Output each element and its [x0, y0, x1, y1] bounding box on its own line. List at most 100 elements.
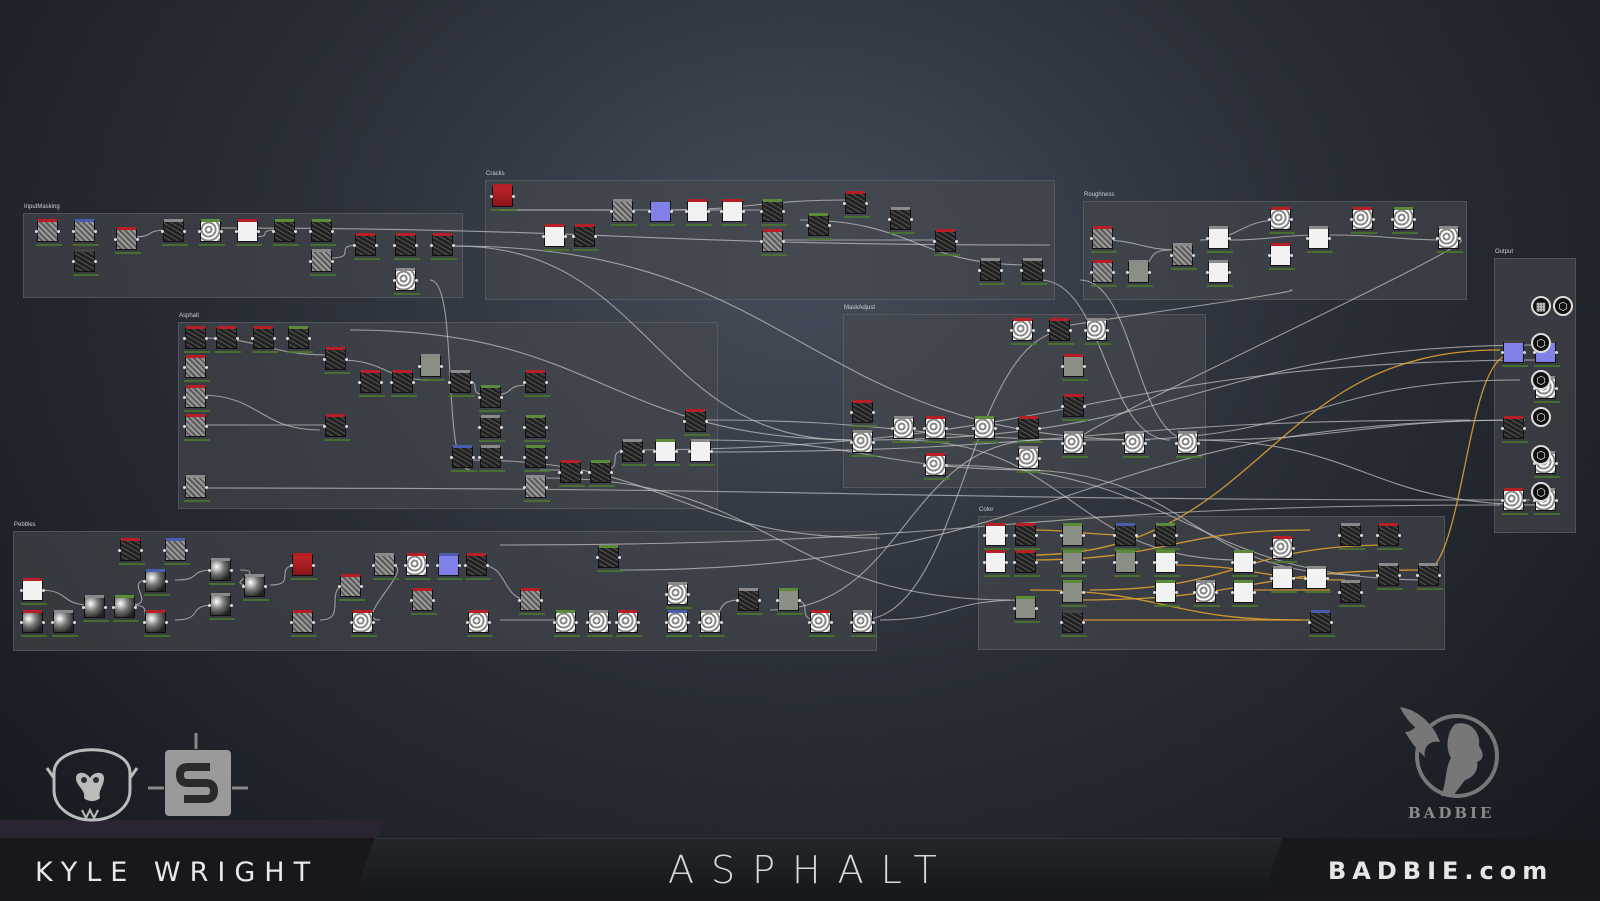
site-link[interactable]: BADBIE.com [1328, 857, 1554, 885]
graph-node[interactable] [183, 326, 210, 353]
graph-node[interactable] [983, 523, 1010, 550]
graph-node[interactable] [1126, 260, 1153, 287]
graph-node[interactable] [891, 416, 918, 443]
graph-node[interactable] [1013, 550, 1040, 577]
graph-node[interactable] [610, 199, 637, 226]
graph-node[interactable] [1206, 226, 1233, 253]
graph-node[interactable] [35, 219, 62, 246]
graph-node[interactable] [82, 595, 109, 622]
graph-node[interactable] [466, 610, 493, 637]
graph-node[interactable] [1113, 550, 1140, 577]
graph-node[interactable] [542, 224, 569, 251]
graph-node[interactable] [843, 191, 870, 218]
graph-node[interactable] [850, 430, 877, 457]
graph-node[interactable] [450, 445, 477, 472]
graph-node[interactable] [1501, 488, 1528, 515]
graph-node[interactable] [235, 219, 262, 246]
graph-node[interactable] [1338, 523, 1365, 550]
graph-node[interactable] [1350, 207, 1377, 234]
graph-node[interactable] [183, 414, 210, 441]
output-cube-icon[interactable]: ⬡ [1531, 370, 1551, 390]
graph-node[interactable] [390, 370, 417, 397]
graph-node[interactable] [1013, 523, 1040, 550]
graph-node[interactable] [410, 588, 437, 615]
graph-node[interactable] [523, 475, 550, 502]
graph-node[interactable] [1060, 550, 1087, 577]
graph-node[interactable] [214, 326, 241, 353]
graph-node[interactable] [490, 184, 517, 211]
graph-node[interactable] [208, 558, 235, 585]
graph-node[interactable] [1010, 318, 1037, 345]
graph-node[interactable] [1016, 416, 1043, 443]
graph-node[interactable] [523, 415, 550, 442]
graph-node[interactable] [523, 370, 550, 397]
graph-node[interactable] [309, 249, 336, 276]
graph-node[interactable] [1090, 226, 1117, 253]
graph-node[interactable] [1122, 431, 1149, 458]
graph-node[interactable] [1016, 446, 1043, 473]
graph-node[interactable] [1060, 580, 1087, 607]
graph-node[interactable] [808, 610, 835, 637]
graph-node[interactable] [418, 354, 445, 381]
graph-node[interactable] [776, 588, 803, 615]
graph-node[interactable] [478, 385, 505, 412]
graph-node[interactable] [1231, 580, 1258, 607]
graph-node[interactable] [112, 595, 139, 622]
graph-node[interactable] [72, 249, 99, 276]
graph-node[interactable] [478, 415, 505, 442]
graph-node[interactable] [523, 445, 550, 472]
graph-node[interactable] [272, 219, 299, 246]
graph-node[interactable] [688, 439, 715, 466]
graph-node[interactable] [20, 610, 47, 637]
graph-node[interactable] [653, 439, 680, 466]
graph-node[interactable] [665, 610, 692, 637]
graph-node[interactable] [478, 445, 505, 472]
graph-node[interactable] [1304, 566, 1331, 593]
graph-node[interactable] [350, 610, 377, 637]
graph-node[interactable] [1501, 340, 1528, 367]
graph-node[interactable] [615, 610, 642, 637]
graph-node[interactable] [683, 409, 710, 436]
graph-node[interactable] [588, 460, 615, 487]
graph-node[interactable] [1061, 394, 1088, 421]
graph-node[interactable] [1306, 226, 1333, 253]
graph-node[interactable] [620, 439, 647, 466]
graph-node[interactable] [448, 370, 475, 397]
graph-node[interactable] [393, 268, 420, 295]
graph-node[interactable] [114, 227, 141, 254]
graph-node[interactable] [760, 199, 787, 226]
graph-node[interactable] [933, 229, 960, 256]
graph-node[interactable] [1061, 354, 1088, 381]
graph-node[interactable] [183, 355, 210, 382]
graph-node[interactable] [251, 326, 278, 353]
graph-node[interactable] [1268, 207, 1295, 234]
graph-node[interactable] [1060, 610, 1087, 637]
graph-node[interactable] [20, 578, 47, 605]
graph-node[interactable] [972, 416, 999, 443]
output-cube-icon[interactable]: ⬡ [1531, 333, 1551, 353]
graph-node[interactable] [1170, 243, 1197, 270]
graph-node[interactable] [353, 233, 380, 260]
graph-node[interactable] [436, 553, 463, 580]
graph-node[interactable] [72, 219, 99, 246]
graph-node[interactable] [1153, 580, 1180, 607]
graph-node[interactable] [736, 588, 763, 615]
output-cube-icon[interactable]: ⬡ [1553, 296, 1573, 316]
graph-node[interactable] [1206, 260, 1233, 287]
graph-node[interactable] [338, 574, 365, 601]
graph-node[interactable] [163, 538, 190, 565]
graph-node[interactable] [1060, 523, 1087, 550]
graph-node[interactable] [978, 258, 1005, 285]
graph-node[interactable] [1270, 536, 1297, 563]
graph-node[interactable] [1436, 226, 1463, 253]
graph-node[interactable] [648, 199, 675, 226]
graph-node[interactable] [198, 219, 225, 246]
graph-node[interactable] [720, 199, 747, 226]
graph-node[interactable] [183, 475, 210, 502]
graph-node[interactable] [1268, 243, 1295, 270]
graph-node[interactable] [1090, 260, 1117, 287]
graph-node[interactable] [309, 219, 336, 246]
graph-node[interactable] [464, 553, 491, 580]
graph-node[interactable] [518, 588, 545, 615]
graph-node[interactable] [586, 610, 613, 637]
